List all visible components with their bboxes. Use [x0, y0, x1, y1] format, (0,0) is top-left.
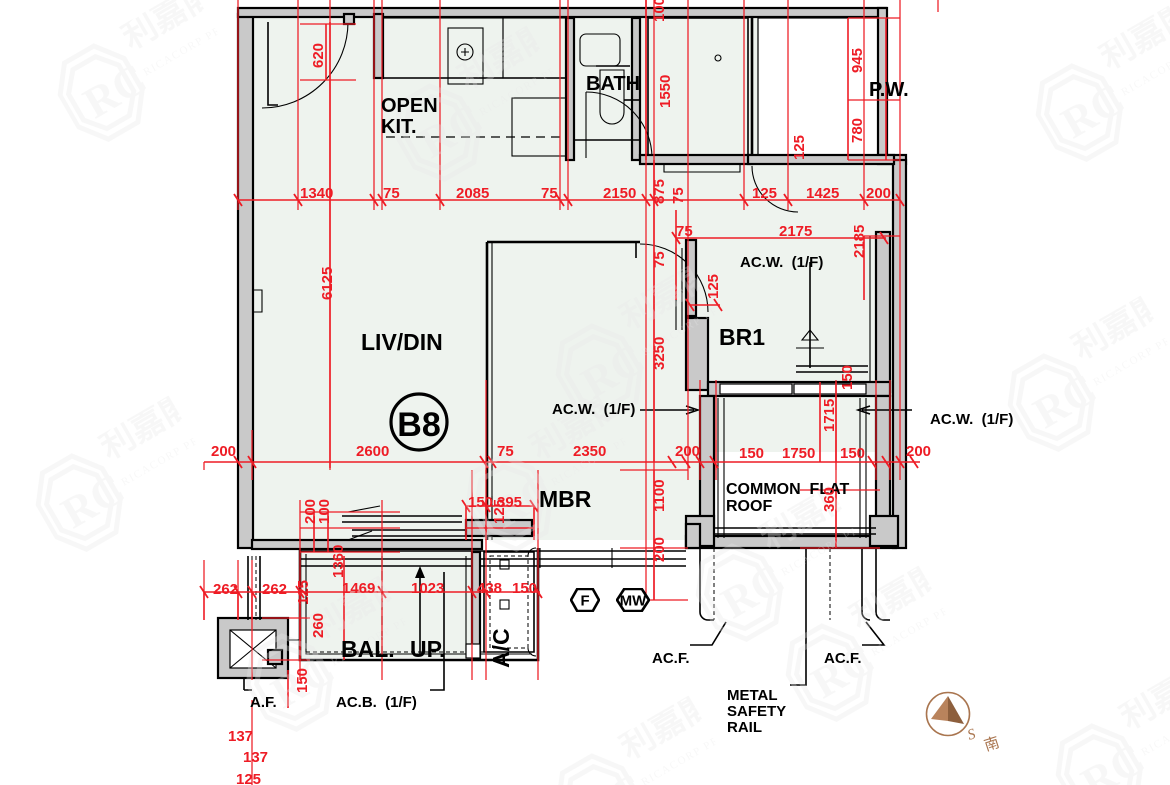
dimension-dim-1469: 1469: [342, 580, 376, 597]
dimension-dim-125-mbr: 125: [491, 498, 508, 524]
room-label-balcony: BAL.: [341, 636, 395, 662]
dimension-dim-6125: 6125: [319, 266, 336, 300]
dimension-dim-200-mid: 200: [675, 443, 701, 460]
dimension-dim-75-v2: 75: [651, 251, 668, 268]
dimension-dim-1750: 1750: [782, 445, 816, 462]
dimension-dim-137-b: 137: [243, 749, 269, 766]
living-partitions: [253, 12, 709, 540]
meter-water-symbol-icon: MW: [615, 587, 651, 613]
bedroom-1-structure: [675, 230, 900, 548]
dimension-dim-1550: 1550: [657, 74, 674, 108]
dimension-dim-360: 360: [821, 486, 838, 512]
dimension-dim-2185: 2185: [851, 224, 868, 258]
room-label-bedroom-1: BR1: [719, 324, 766, 350]
dimension-dim-137-a: 137: [228, 728, 254, 745]
dimension-dim-125-top: 125: [752, 185, 778, 202]
dimension-dim-125-bal: 125: [295, 579, 312, 605]
room-label-master-bedroom: MBR: [539, 486, 592, 512]
dimension-dim-1340: 1340: [300, 185, 334, 202]
svg-text:B8: B8: [397, 406, 440, 444]
kitchen-and-bath: [372, 12, 896, 213]
dimension-dim-438: 438: [477, 580, 503, 597]
dimension-dim-150-b: 150: [840, 445, 866, 462]
dimension-dim-2175: 2175: [779, 223, 813, 240]
unit-code-badge: B8: [370, 374, 450, 474]
symbol-fresh-water-meter-symbol: F: [569, 587, 601, 617]
dimension-dim-780: 780: [849, 117, 866, 143]
dimension-dim-200-right: 200: [906, 443, 932, 460]
room-label-bath: BATH: [586, 73, 641, 95]
annotation-acf-left: AC.F.: [652, 650, 690, 667]
annotation-architectural-feature: A.F.: [250, 694, 277, 711]
dimension-dim-125-pw: 125: [791, 134, 808, 160]
annotation-acw-1f-right: AC.W. (1/F): [930, 411, 1014, 428]
acf-details: [243, 262, 912, 691]
room-label-utility-platform: UP.: [410, 636, 446, 662]
dimension-dim-75-a: 75: [383, 185, 400, 202]
dimension-dim-2350: 2350: [573, 443, 607, 460]
room-label-common-flat-roof: COMMON FLAT ROOF: [726, 481, 850, 515]
dimension-dim-2600: 2600: [356, 443, 390, 460]
room-label-ac-platform-label: A/C: [488, 628, 514, 668]
annotation-acw-1f-top: AC.W. (1/F): [740, 254, 824, 271]
symbol-label: F: [580, 593, 589, 609]
compass-icon: [925, 691, 971, 737]
dimension-dim-2150: 2150: [603, 185, 637, 202]
dimension-dim-150-mbr: 150: [468, 494, 494, 511]
dimension-dim-1023: 1023: [411, 580, 445, 597]
dimension-dim-1100: 1100: [651, 479, 668, 512]
annotation-metal-safety-rail: METAL SAFETY RAIL: [727, 687, 787, 736]
dimension-dim-262-a: 262: [213, 581, 239, 598]
dimension-dim-150-ac: 150: [512, 580, 538, 597]
dimension-dim-1715: 1715: [821, 398, 838, 432]
dimension-dim-200-left: 200: [211, 443, 237, 460]
compass-rose: [925, 691, 971, 742]
dimension-dim-150-a: 150: [739, 445, 765, 462]
dimension-dim-100-bl: 100: [316, 498, 333, 524]
dimension-dim-620: 620: [310, 42, 327, 68]
dimension-dim-150-af: 150: [294, 667, 311, 693]
symbol-label: MW: [620, 593, 647, 609]
dimension-dim-1360: 1360: [330, 544, 347, 578]
dimension-dim-75-br: 75: [676, 223, 693, 240]
dimension-lines: [199, 0, 939, 785]
dimension-dim-150-r: 150: [839, 364, 856, 390]
room-label-living-dining: LIV/DIN: [361, 329, 443, 355]
dimension-dim-2085: 2085: [456, 185, 490, 202]
annotation-acf-right: AC.F.: [824, 650, 862, 667]
dimension-dim-3250: 3250: [651, 336, 668, 370]
dimension-dim-200-top-right: 200: [866, 185, 892, 202]
interior-fills: [252, 14, 900, 660]
annotation-acb-1f: AC.B. (1/F): [336, 694, 417, 711]
room-label-powder-room: P.W.: [869, 79, 909, 101]
dimension-dim-200-v: 200: [651, 536, 668, 562]
dimension-dim-75-v: 75: [670, 187, 687, 204]
dimension-dim-100: 100: [651, 0, 668, 22]
dimension-dim-125-br: 125: [705, 273, 722, 299]
dimension-dim-125-bl: 125: [236, 771, 262, 785]
unit-code-circle: B8: [389, 392, 449, 452]
dimension-dim-75-b: 75: [541, 185, 558, 202]
fresh-water-meter-symbol-icon: F: [569, 587, 601, 613]
room-label-open-kitchen: OPEN KIT.: [381, 95, 438, 138]
dimension-dim-260: 260: [310, 612, 327, 638]
dimension-dim-875: 875: [651, 178, 668, 204]
dimension-dim-395: 395: [497, 494, 523, 511]
annotation-acw-1f-left: AC.W. (1/F): [552, 401, 636, 418]
dimension-dim-945: 945: [849, 47, 866, 73]
dimension-dim-75-mid: 75: [497, 443, 514, 460]
dimension-dim-1425: 1425: [806, 185, 840, 202]
symbol-meter-water-symbol: MW: [615, 587, 651, 617]
dimension-dim-262-b: 262: [262, 581, 288, 598]
